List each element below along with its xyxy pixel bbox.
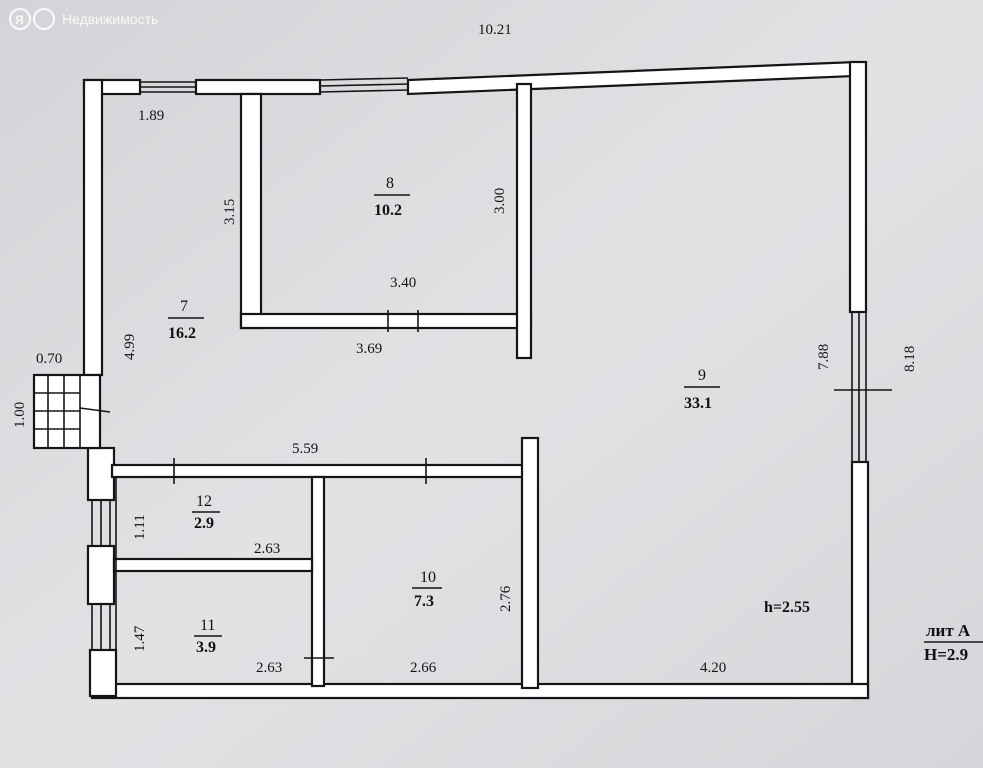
legend-total-height: Н=2.9 <box>924 645 968 664</box>
room-8-label: 8 10.2 <box>374 175 410 219</box>
svg-text:11: 11 <box>200 617 215 634</box>
room-12-label: 12 2.9 <box>192 493 220 532</box>
dim-room8-left: 3.15 <box>222 199 238 225</box>
dim-room10-height: 2.76 <box>498 585 514 612</box>
legend: лит А Н=2.9 <box>924 621 983 664</box>
dim-porch-height: 1.00 <box>12 402 28 428</box>
dimension-labels: 10.21 1.89 3.15 3.00 3.40 3.69 4.99 0.70… <box>12 22 918 676</box>
dim-room10-width: 2.66 <box>410 660 437 676</box>
watermark-logo-icon-2 <box>33 8 55 30</box>
svg-text:33.1: 33.1 <box>684 395 712 412</box>
window-right <box>851 312 867 462</box>
ceiling-height: h=2.55 <box>764 599 810 616</box>
windows <box>91 77 867 650</box>
watermark-brand: Недвижимость <box>62 11 158 27</box>
window-top-middle <box>319 77 409 93</box>
room-10-walls <box>304 475 523 688</box>
svg-text:8: 8 <box>386 175 394 192</box>
dim-overall-width: 10.21 <box>478 22 512 38</box>
svg-text:12: 12 <box>196 493 212 510</box>
svg-text:3.9: 3.9 <box>196 639 216 656</box>
window-left-lower <box>91 604 111 650</box>
dim-room8-bottom-outer: 3.69 <box>356 341 382 357</box>
room-8-walls <box>239 82 533 360</box>
svg-text:7.3: 7.3 <box>414 593 434 610</box>
room-labels: 7 16.2 8 10.2 9 33.1 10 7.3 11 3.9 12 2.… <box>168 175 720 656</box>
dim-room7-height: 4.99 <box>122 334 138 360</box>
dim-room8-bottom-inner: 3.40 <box>390 275 416 291</box>
room-7-label: 7 16.2 <box>168 298 204 342</box>
svg-text:10.2: 10.2 <box>374 202 402 219</box>
wall-room9-room10 <box>520 436 540 690</box>
svg-text:16.2: 16.2 <box>168 325 196 342</box>
dim-window-top-left: 1.89 <box>138 108 164 124</box>
dim-room8-right: 3.00 <box>492 188 508 214</box>
legend-lit: лит А <box>926 621 971 640</box>
entrance-steps <box>32 373 111 450</box>
dim-room11-width: 2.63 <box>256 660 282 676</box>
svg-text:2.9: 2.9 <box>194 515 214 532</box>
svg-text:7: 7 <box>180 298 188 315</box>
dim-overall-height: 8.18 <box>902 346 918 372</box>
room-9-label: 9 33.1 <box>684 367 720 412</box>
watermark-logo-icon <box>9 8 31 30</box>
dim-corridor-length: 5.59 <box>292 441 318 457</box>
room-11-12-walls <box>112 477 314 686</box>
dim-room12-height: 1.11 <box>132 514 148 540</box>
window-top-left <box>140 81 196 93</box>
dim-room12-width: 2.63 <box>254 541 280 557</box>
watermark: Я Недвижимость <box>9 8 158 30</box>
window-left-upper <box>91 500 111 546</box>
dim-porch-width: 0.70 <box>36 351 62 367</box>
svg-text:Я: Я <box>15 13 24 27</box>
dim-room11-height: 1.47 <box>132 625 148 652</box>
room-11-label: 11 3.9 <box>194 617 222 656</box>
dim-room9-width: 4.20 <box>700 660 726 676</box>
svg-text:10: 10 <box>420 569 436 586</box>
dim-room9-height: 7.88 <box>816 344 832 370</box>
svg-text:9: 9 <box>698 367 706 384</box>
room-10-label: 10 7.3 <box>412 569 442 610</box>
